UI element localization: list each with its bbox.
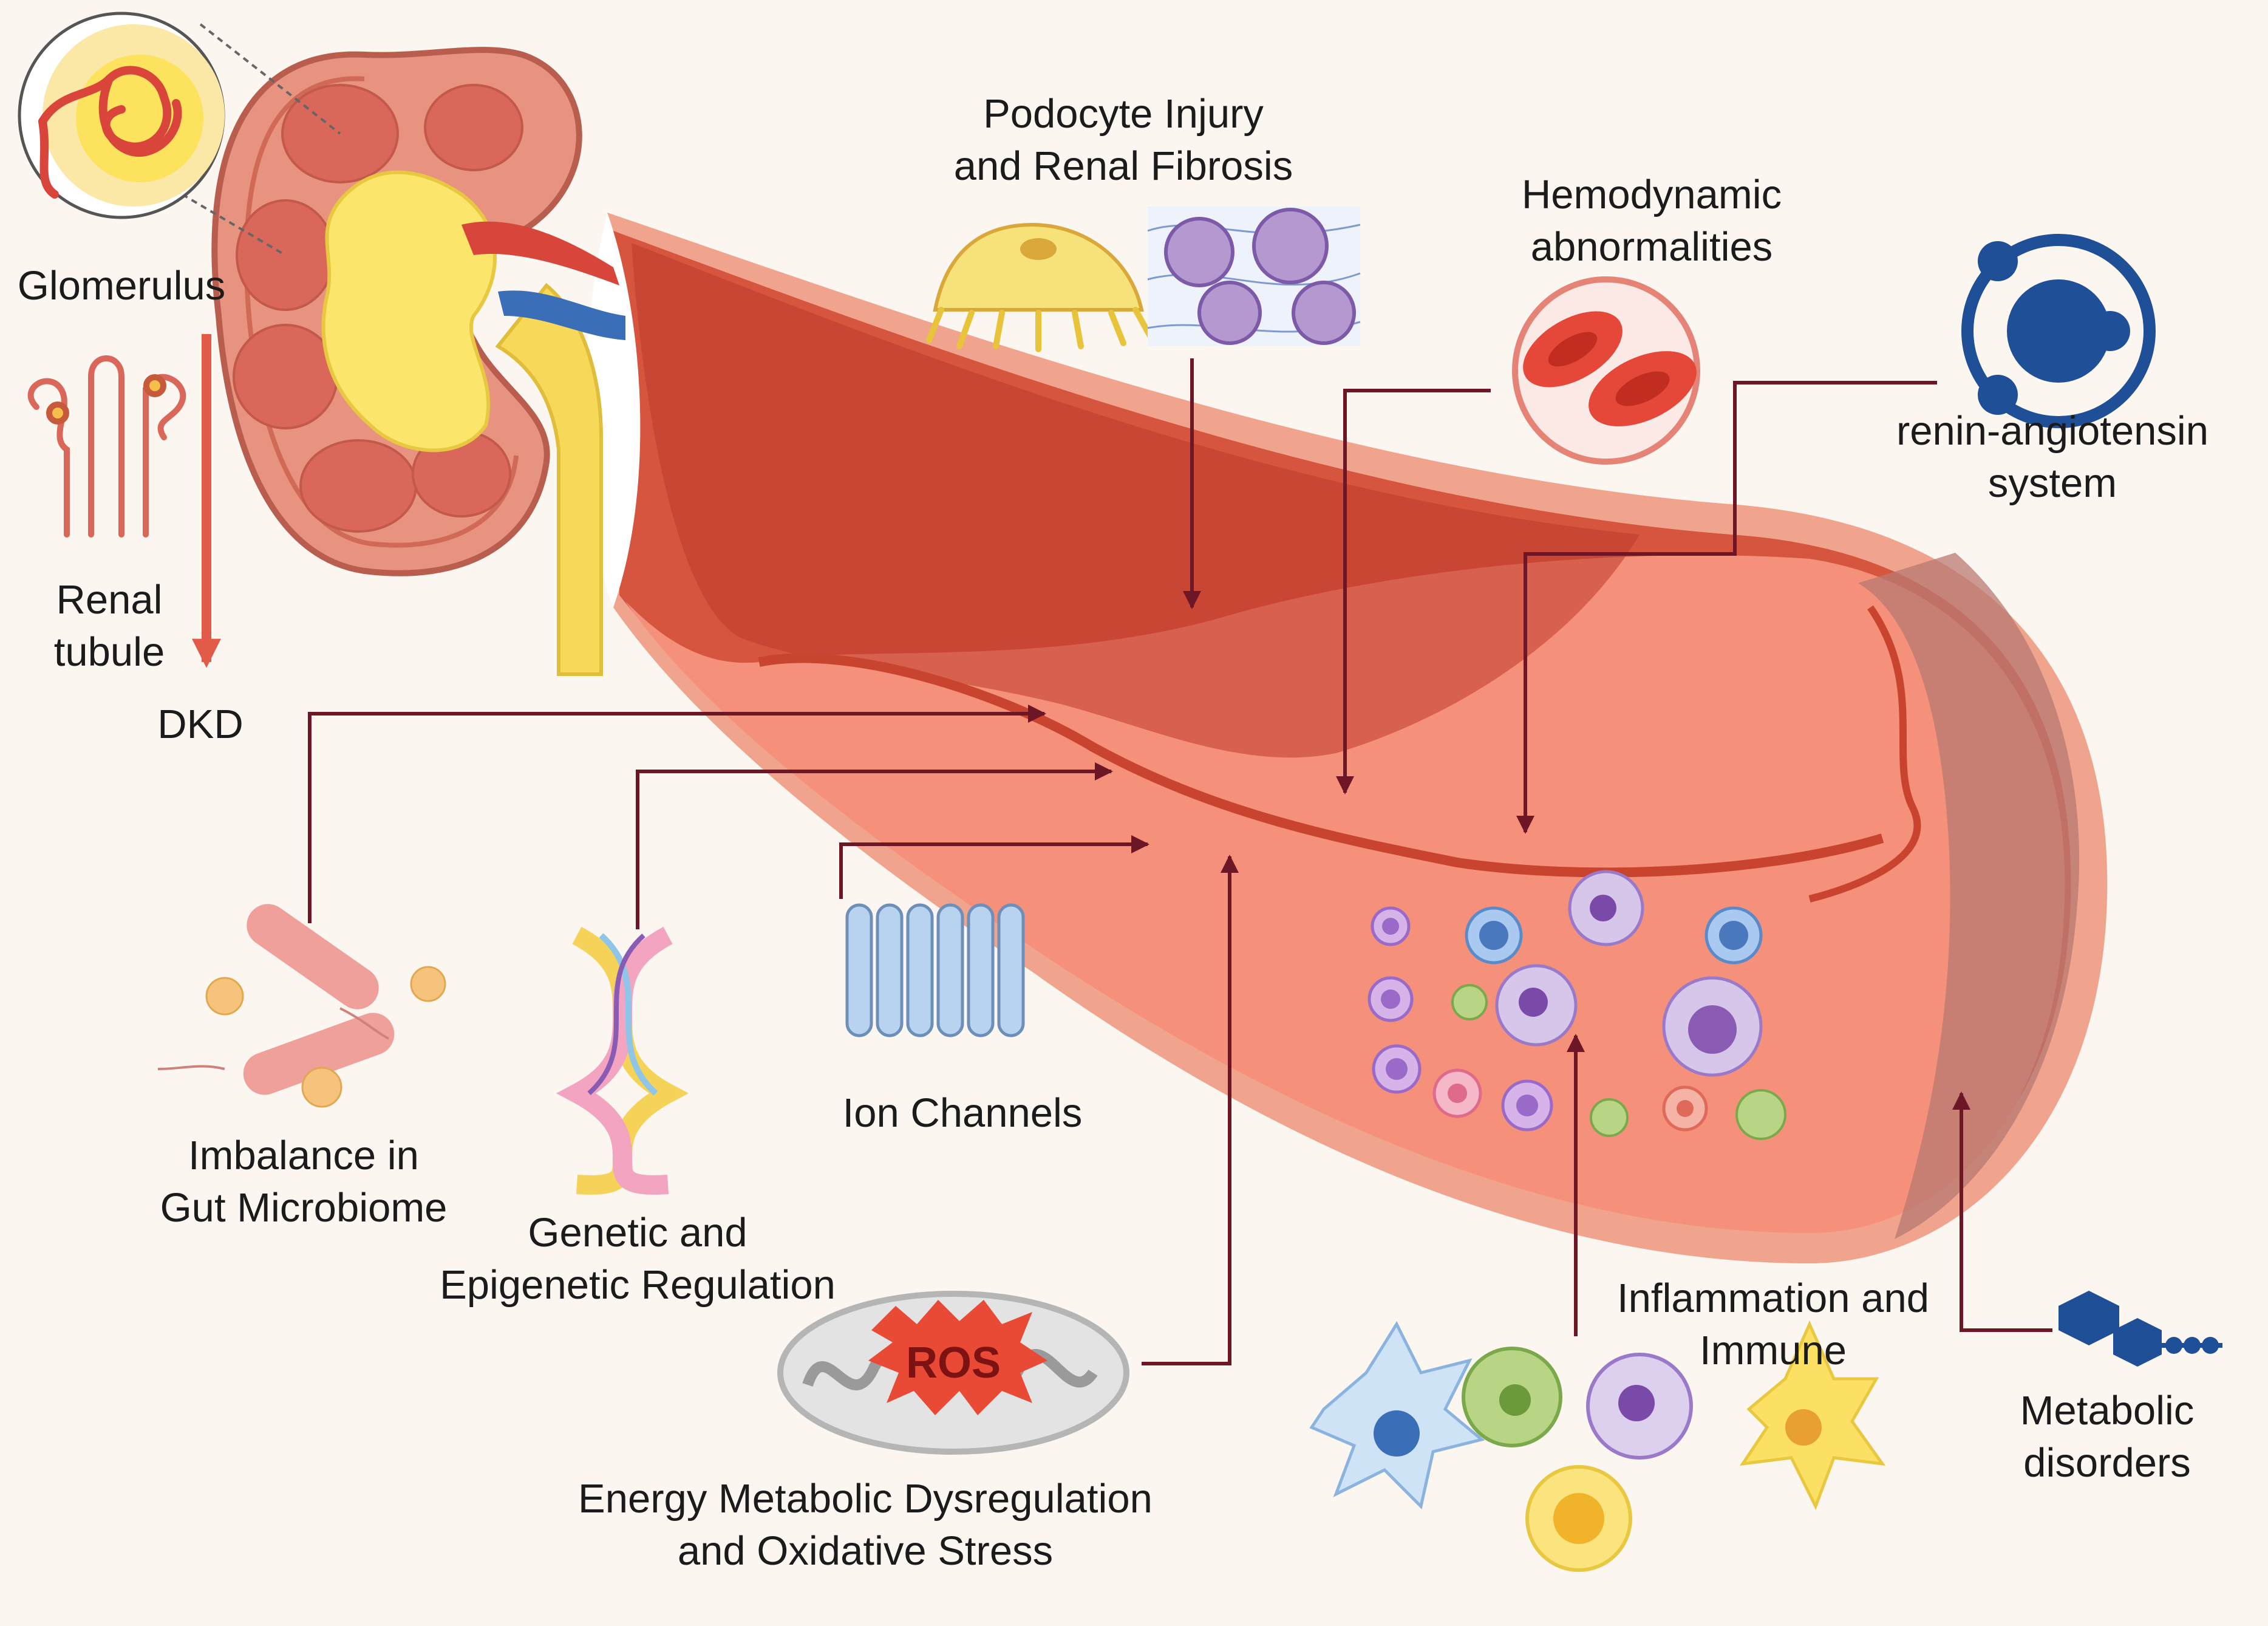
energy-line-2: and Oxidative Stress (677, 1528, 1054, 1574)
glomerulus-inset (18, 12, 341, 256)
metabolic-disorders-label: Metabolic disorders (1925, 1385, 2268, 1489)
hemodynamic-label: Hemodynamic abnormalities (1439, 169, 1864, 273)
inflammation-line-2: Immune (1699, 1328, 1847, 1373)
immune-cells-group (1309, 1320, 1886, 1572)
metabolic-molecule-icon (2059, 1291, 2222, 1367)
mitochondria-icon (777, 1291, 1129, 1455)
ion-channels-label: Ion Channels (842, 1090, 1083, 1136)
energy-metabolic-label: Energy Metabolic Dysregulation and Oxida… (516, 1473, 1214, 1577)
podocyte-line-1: Podocyte Injury (983, 91, 1264, 137)
renal-tubule-icon (27, 355, 186, 538)
ras-line-1: renin-angiotensin (1896, 408, 2208, 454)
gut-line-1: Imbalance in (188, 1133, 419, 1178)
gut-microbiome-icon (157, 904, 446, 1108)
genetic-line-1: Genetic and (528, 1210, 747, 1255)
ion-channel-icon (845, 903, 1025, 1037)
ras-label: renin-angiotensin system (1840, 405, 2265, 510)
podocyte-icon (926, 222, 1154, 352)
gut-line-2: Gut Microbiome (160, 1185, 448, 1231)
gut-microbiome-label: Imbalance in Gut Microbiome (91, 1130, 516, 1234)
podocyte-line-2: and Renal Fibrosis (953, 143, 1293, 189)
hemodynamic-line-1: Hemodynamic (1521, 172, 1782, 217)
immune-cells-in-lumen (1367, 870, 1786, 1140)
energy-line-1: Energy Metabolic Dysregulation (578, 1476, 1153, 1522)
renal-fibrosis-icon (1147, 207, 1361, 346)
kidney-illustration (211, 47, 625, 676)
dkd-label: DKD (157, 702, 243, 747)
dna-helix-icon (556, 926, 689, 1195)
genetic-line-2: Epigenetic Regulation (440, 1262, 836, 1308)
ras-icon (1961, 234, 2156, 428)
inflammation-label: Inflammation and Immune (1567, 1272, 1980, 1377)
glomerulus-label: Glomerulus (17, 263, 226, 309)
ros-label: ROS (906, 1339, 1001, 1387)
genetic-label: Genetic and Epigenetic Regulation (376, 1207, 899, 1311)
renal-tubule-line-1: Renal (56, 577, 163, 623)
ras-line-2: system (1987, 460, 2117, 506)
connector-arrows (308, 358, 2052, 1365)
inflammation-line-1: Inflammation and (1617, 1276, 1929, 1321)
metabolic-line-2: disorders (2023, 1440, 2191, 1486)
renal-tubule-line-2: tubule (53, 629, 165, 675)
podocyte-label: Podocyte Injury and Renal Fibrosis (880, 88, 1366, 193)
renal-tubule-label: Renal tubule (36, 574, 182, 678)
hemodynamic-line-2: abnormalities (1530, 224, 1773, 270)
metabolic-line-1: Metabolic (2020, 1388, 2195, 1433)
red-blood-cell-icon (1512, 276, 1700, 465)
